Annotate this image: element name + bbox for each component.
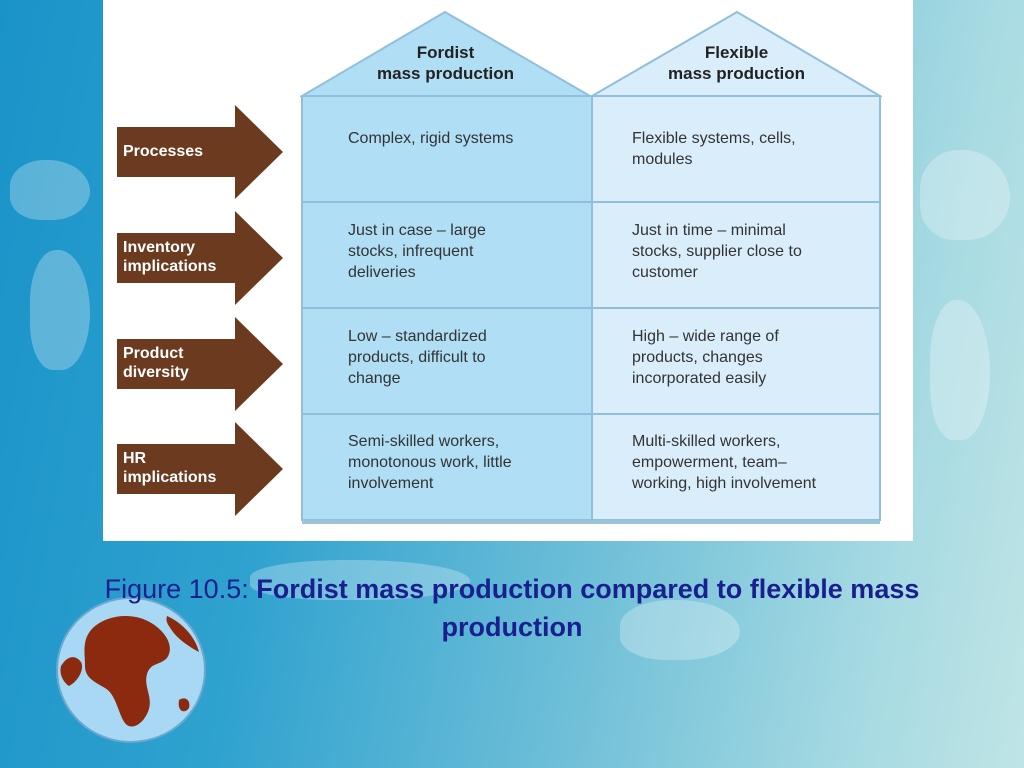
arrow-inventory: Inventory implications [117,211,283,305]
map-background-shape [930,300,990,440]
arrow-label-hr: HR implications [123,450,217,486]
arrow-label-inventory: Inventory implications [123,239,217,275]
map-background-shape [10,160,90,220]
figure-caption: Figure 10.5: Fordist mass production com… [50,570,974,646]
fordist-processes-cell: Complex, rigid systems [348,130,514,147]
map-background-shape [250,560,470,600]
flexible-hr-cell: Multi-skilled workers, empowerment, team… [632,433,817,492]
fordist-diversity-cell: Low – standardized products, difficult t… [348,328,487,387]
flexible-column-title: Flexible mass production [668,43,805,83]
arrow-label-processes: Processes [123,143,204,160]
map-background-shape [30,250,90,370]
arrow-label-diversity: Product diversity [123,345,189,381]
arrow-diversity: Product diversity [117,317,283,411]
fordist-column-title: Fordist mass production [377,43,514,83]
fordist-inventory-cell: Just in case – large stocks, infrequent … [348,222,486,281]
map-background-shape [920,150,1010,240]
globe-icon [56,597,206,743]
flexible-diversity-cell: High – wide range of products, changes i… [632,328,779,387]
arrow-shape [117,211,283,305]
arrow-shape [117,105,283,199]
arrow-shape [117,422,283,516]
arrow-hr: HR implications [117,422,283,516]
house-frame [300,10,882,524]
caption-prefix: Figure 10.5: [104,574,257,604]
comparison-house: Fordist mass production Flexible mass pr… [300,10,882,524]
arrow-processes: Processes [117,105,283,199]
flexible-processes-cell: Flexible systems, cells, modules [632,130,796,168]
house-base [302,520,880,524]
caption-title: Fordist mass production compared to flex… [256,574,920,642]
flexible-inventory-cell: Just in time – minimal stocks, supplier … [632,222,802,281]
fordist-hr-cell: Semi-skilled workers, monotonous work, l… [348,433,512,492]
arrow-shape [117,317,283,411]
map-background-shape [620,600,740,660]
